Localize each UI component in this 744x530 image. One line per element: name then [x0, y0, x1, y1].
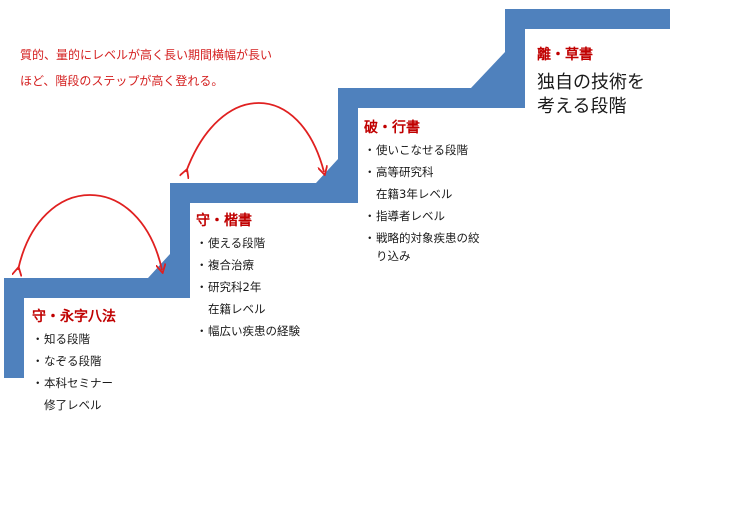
stair-wedge-3 — [471, 52, 505, 88]
stage-4-desc-line-1: 独自の技術を — [537, 72, 645, 93]
stage-2-title: 守・楷書 — [196, 213, 252, 229]
double-arrow-1 — [18, 194, 162, 270]
list-item: ・複合治療 — [196, 258, 254, 272]
stage-2-list: ・使える段階 ・複合治療 ・研究科2年 在籍レベル ・幅広い疾患の経験 — [196, 232, 300, 342]
description-note: 質的、量的にレベルが高く長い期間横幅が長い ほど、階段のステップが高く登れる。 — [20, 42, 320, 94]
stair-step-3 — [338, 88, 505, 203]
double-arrow-2 — [186, 102, 324, 172]
list-item: ・知る段階 — [32, 332, 90, 346]
stair-step-2 — [170, 183, 338, 298]
list-item: ・幅広い疾患の経験 — [196, 324, 300, 338]
stage-3-list: ・使いこなせる段階 ・高等研究科 在籍3年レベル ・指導者レベル ・戦略的対象疾… — [364, 139, 480, 263]
note-line-1: 質的、量的にレベルが高く長い期間横幅が長い — [20, 48, 273, 62]
stage-4-title: 離・草書 — [537, 47, 593, 63]
list-item: ・なぞる段階 — [32, 354, 102, 368]
list-item: 在籍3年レベル — [376, 187, 453, 201]
stage-4-desc-line-2: 考える段階 — [537, 96, 627, 117]
list-item: り込み — [376, 249, 411, 263]
list-item: ・本科セミナー — [32, 376, 113, 390]
stage-1-title: 守・永字八法 — [32, 309, 116, 325]
list-item: ・使える段階 — [196, 236, 266, 250]
list-item: ・戦略的対象疾患の絞 — [364, 231, 480, 245]
stair-step-1 — [4, 278, 170, 378]
stage-1-list: ・知る段階 ・なぞる段階 ・本科セミナー 修了レベル — [32, 328, 113, 416]
stage-4-description: 独自の技術を 考える段階 — [537, 71, 687, 119]
list-item: ・高等研究科 — [364, 165, 434, 179]
list-item: 修了レベル — [44, 398, 102, 412]
stair-step-4 — [505, 9, 670, 108]
list-item: ・指導者レベル — [364, 209, 445, 223]
note-line-2: ほど、階段のステップが高く登れる。 — [20, 74, 224, 88]
list-item: ・使いこなせる段階 — [364, 143, 468, 157]
list-item: ・研究科2年 — [196, 280, 262, 294]
stage-3-title: 破・行書 — [364, 120, 420, 136]
stair-wedge-2 — [316, 159, 338, 183]
list-item: 在籍レベル — [208, 302, 266, 316]
